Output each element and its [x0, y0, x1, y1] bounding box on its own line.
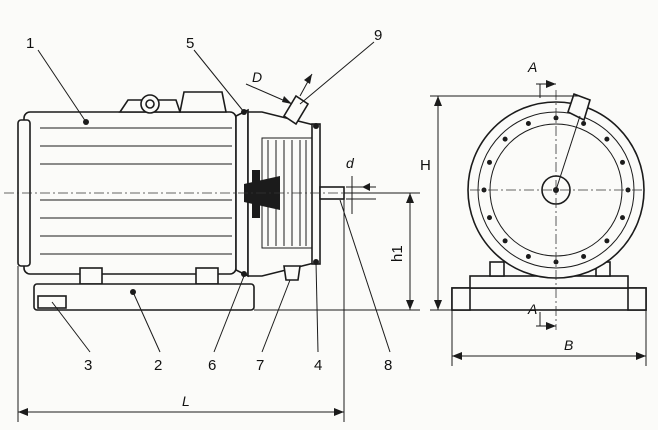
label-part-6: 6	[208, 357, 216, 374]
dimension-D: D	[245, 69, 313, 105]
label-part-4: 4	[314, 357, 322, 374]
dim-label-D: D	[252, 69, 262, 85]
dimension-H: H	[420, 95, 580, 311]
front-inlet-pipe	[567, 92, 591, 122]
section-marker-top: A	[527, 59, 556, 98]
section-label-bottom: A	[527, 301, 537, 317]
section-label-top: A	[527, 59, 537, 75]
flange-bolt	[525, 121, 531, 126]
label-part-9: 9	[374, 27, 382, 44]
front-view	[451, 90, 647, 330]
front-pad-left	[451, 287, 471, 311]
dimension-h1: h1	[254, 192, 420, 311]
drain-plug	[283, 265, 301, 281]
dim-label-B: B	[564, 337, 573, 353]
label-part-2: 2	[154, 357, 162, 374]
flange-bolt	[581, 121, 587, 126]
bolt-circle	[481, 115, 631, 265]
front-base	[451, 287, 647, 311]
base-frame	[33, 283, 255, 311]
lifting-eye-hole	[145, 99, 155, 109]
hub-collar	[252, 170, 260, 218]
flange-bolt	[620, 159, 625, 165]
flange-bolt	[604, 238, 610, 244]
flange-bolt	[581, 254, 587, 259]
section-marker-bottom: A	[527, 301, 556, 330]
plate-bolt-top	[313, 123, 319, 129]
label-part-1: 1	[26, 35, 34, 52]
dimension-d: d	[346, 155, 376, 214]
housing-bolt-bottom	[241, 271, 247, 277]
flange-bolt	[525, 254, 531, 259]
front-foot-left	[489, 261, 505, 277]
dim-label-h1: h1	[389, 245, 406, 262]
dimension-B: B	[451, 310, 647, 366]
flange-bolt	[502, 238, 508, 244]
pump-end-plate	[311, 123, 321, 265]
label-part-8: 8	[384, 357, 392, 374]
label-part-3: 3	[84, 357, 92, 374]
label-part-5: 5	[186, 35, 194, 52]
side-view	[4, 91, 420, 311]
cooling-fins	[40, 127, 232, 255]
flange-bolt	[487, 215, 492, 221]
dim-label-d: d	[346, 155, 355, 171]
leaders	[37, 41, 391, 353]
flange-bolt	[604, 136, 610, 142]
dimension-L: L	[17, 199, 345, 422]
front-leader	[555, 115, 581, 191]
label-part-7: 7	[256, 357, 264, 374]
flange-bolt	[502, 136, 508, 142]
dim-label-L: L	[182, 393, 190, 409]
flange-bolt	[487, 159, 492, 165]
motor-foot-right	[195, 267, 219, 285]
inlet-pipe	[282, 94, 310, 126]
dim-label-H: H	[420, 157, 431, 174]
front-pad-right	[627, 287, 647, 311]
terminal-box-rear	[179, 91, 227, 113]
motor-foot-left	[79, 267, 103, 285]
flange-bolt	[620, 215, 625, 221]
